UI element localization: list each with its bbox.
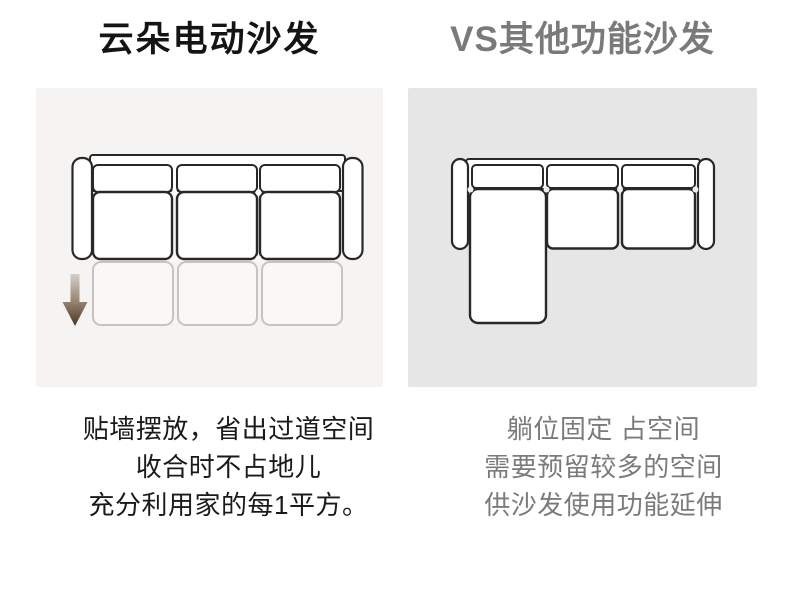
backrest-cushion xyxy=(176,164,258,193)
right-description-line: 需要预留较多的空间 xyxy=(484,452,723,482)
left-diagram-panel xyxy=(36,88,383,387)
left-description-line: 收合时不占地儿 xyxy=(135,452,322,482)
right-description-line: 躺位固定 占空间 xyxy=(506,414,701,444)
left-armrest xyxy=(71,156,94,261)
seat-cushion xyxy=(91,190,174,261)
seat-cushion xyxy=(620,187,697,250)
backrest-cushion xyxy=(546,164,619,189)
l-shaped-sofa-topview-diagram xyxy=(450,157,716,325)
right-armrest xyxy=(696,157,716,251)
left-description-line: 贴墙摆放，省出过道空间 xyxy=(82,414,375,444)
junction-dot xyxy=(171,189,178,196)
junction-dot xyxy=(617,186,623,193)
right-diagram-panel xyxy=(408,88,757,387)
right-armrest xyxy=(341,156,364,261)
straight-sofa-topview-diagram xyxy=(62,154,364,326)
junction-dot xyxy=(171,255,178,262)
down-arrow-icon xyxy=(62,274,88,326)
chaise-lounge-seat xyxy=(468,187,548,325)
footrest-extension-ghost xyxy=(177,261,258,326)
backrest-cushion xyxy=(259,164,341,193)
junction-dot xyxy=(692,186,699,193)
backrest-cushion xyxy=(471,164,544,189)
footrest-extension-ghost xyxy=(92,261,174,326)
seat-cushion xyxy=(175,190,259,261)
footrest-extension-ghost xyxy=(261,261,343,326)
seat-cushion xyxy=(545,187,620,250)
right-description: 躺位固定 占空间 需要预留较多的空间 供沙发使用功能延伸 xyxy=(429,410,778,524)
right-panel-title: VS其他功能沙发 xyxy=(450,20,715,59)
junction-dot xyxy=(255,189,262,196)
left-description: 贴墙摆放，省出过道空间 收合时不占地儿 充分利用家的每1平方。 xyxy=(55,410,402,524)
backrest-cushion xyxy=(621,164,696,189)
junction-dot xyxy=(255,255,262,262)
left-armrest xyxy=(450,157,470,251)
left-description-line: 充分利用家的每1平方。 xyxy=(88,490,369,520)
backrest-cushion xyxy=(92,164,173,193)
junction-dot xyxy=(467,186,474,193)
seat-cushion xyxy=(258,190,342,261)
right-description-line: 供沙发使用功能延伸 xyxy=(484,490,723,520)
junction-dot xyxy=(543,186,550,193)
left-panel-title: 云朵电动沙发 xyxy=(98,20,321,59)
